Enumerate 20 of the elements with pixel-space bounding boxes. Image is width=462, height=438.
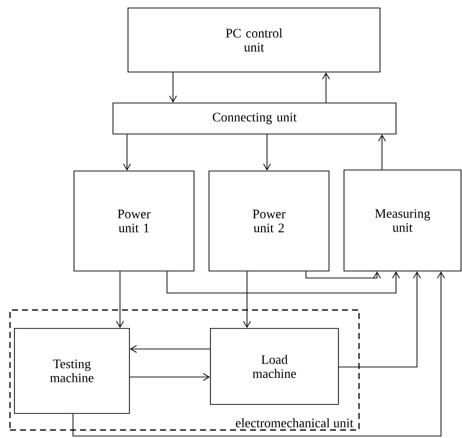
process-box: PC control unit (128, 8, 380, 72)
process-box: Power unit 2 (208, 170, 330, 272)
arrow (72, 271, 445, 436)
arrow (243, 271, 251, 328)
process-box: Measuring unit (344, 170, 462, 272)
arrow (322, 72, 330, 103)
arrow (123, 134, 131, 171)
process-box: Load machine (210, 328, 339, 405)
arrow (263, 134, 271, 171)
arrow (338, 271, 421, 368)
arrow (306, 271, 381, 279)
arrow (116, 271, 124, 328)
arrow (378, 134, 386, 170)
arrow (130, 345, 210, 353)
arrow (166, 271, 400, 294)
process-box: Power unit 1 (74, 170, 194, 272)
arrow (129, 373, 210, 381)
process-box: Connecting unit (112, 102, 396, 134)
arrow (169, 72, 177, 103)
process-box: Testing machine (14, 328, 130, 414)
